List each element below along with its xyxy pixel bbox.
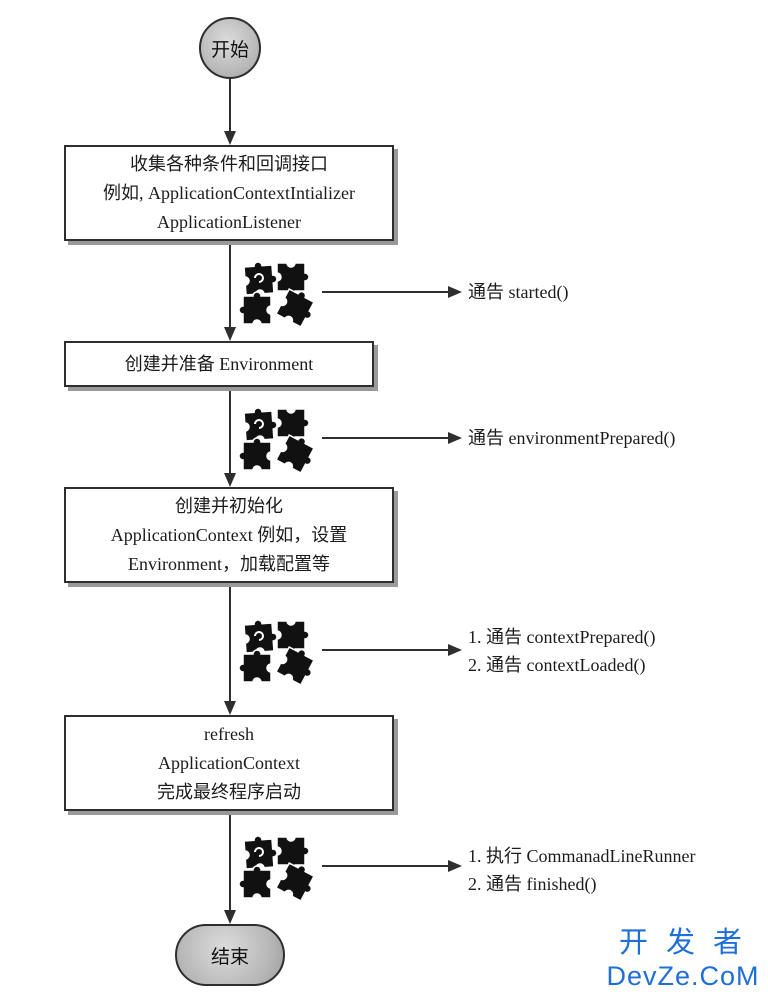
watermark-logo: 开 发 者 DevZe.CoM	[604, 926, 762, 994]
notify-arrow	[322, 286, 462, 298]
puzzle-highlight	[254, 419, 264, 429]
puzzle-piece	[243, 618, 279, 654]
puzzle-icon	[238, 406, 321, 476]
end-node: 结束	[175, 924, 285, 986]
puzzle-highlight	[254, 631, 264, 641]
puzzle-piece	[275, 430, 321, 476]
watermark-line: DevZe.CoM	[606, 961, 760, 991]
puzzle-piece	[276, 262, 310, 296]
puzzle-piece	[238, 437, 272, 471]
step-prepare-environment: 创建并准备 Environment	[64, 341, 374, 387]
end-label: 结束	[210, 946, 249, 968]
step-line: ApplicationContext	[158, 752, 300, 773]
puzzle-highlight	[254, 847, 264, 857]
step-line: 创建并准备 Environment	[124, 353, 314, 374]
step-line: 例如, ApplicationContextIntializer	[103, 182, 355, 203]
flow-arrow	[224, 79, 236, 145]
puzzle-piece	[238, 649, 272, 683]
puzzle-icon	[238, 260, 321, 330]
notify-arrow	[322, 860, 462, 872]
notification-environment-prepared: 通告 environmentPrepared()	[468, 424, 675, 452]
step-line: ApplicationContext 例如，设置	[110, 524, 348, 545]
step-create-context: 创建并初始化 ApplicationContext 例如，设置 Environm…	[64, 487, 394, 583]
flow-arrow	[224, 389, 236, 487]
start-label: 开始	[210, 39, 249, 61]
puzzle-piece	[276, 620, 310, 654]
notify-arrow	[322, 644, 462, 656]
puzzle-piece	[275, 642, 321, 688]
notification-line: 2. 通告 contextLoaded()	[468, 655, 646, 675]
notification-started: 通告 started()	[468, 278, 568, 306]
notification-line: 2. 通告 finished()	[468, 874, 597, 894]
notification-line: 1. 通告 contextPrepared()	[468, 627, 656, 647]
start-node: 开始	[199, 17, 261, 79]
notification-line: 1. 执行 CommanadLineRunner	[468, 846, 696, 866]
step-line: ApplicationListener	[157, 211, 301, 232]
step-refresh-context: refresh ApplicationContext 完成最终程序启动	[64, 715, 394, 811]
flow-arrow	[224, 585, 236, 715]
step-collect-conditions: 收集各种条件和回调接口 例如, ApplicationContextIntial…	[64, 145, 394, 241]
notify-arrow	[322, 432, 462, 444]
step-line: 收集各种条件和回调接口	[130, 153, 328, 174]
puzzle-piece	[275, 858, 321, 904]
puzzle-piece	[243, 406, 279, 442]
puzzle-piece	[238, 291, 272, 325]
flow-arrow	[224, 813, 236, 924]
puzzle-piece	[243, 260, 279, 296]
watermark-line: 开 发 者	[618, 927, 748, 959]
flow-arrow	[224, 243, 236, 341]
notification-line: 通告 started()	[468, 282, 569, 302]
step-line: 创建并初始化	[175, 495, 283, 516]
step-line: Environment，加载配置等	[128, 553, 330, 574]
puzzle-icon	[238, 834, 321, 904]
notification-runner-finished: 1. 执行 CommanadLineRunner 2. 通告 finished(…	[468, 842, 695, 898]
puzzle-piece	[243, 834, 279, 870]
notification-context-prepared-loaded: 1. 通告 contextPrepared() 2. 通告 contextLoa…	[468, 623, 655, 679]
puzzle-icon	[238, 618, 321, 688]
puzzle-piece	[276, 408, 310, 442]
puzzle-piece	[276, 836, 310, 870]
step-line: refresh	[204, 723, 254, 744]
step-line: 完成最终程序启动	[157, 781, 301, 802]
puzzle-highlight	[254, 273, 264, 283]
puzzle-piece	[238, 865, 272, 899]
notification-line: 通告 environmentPrepared()	[468, 428, 676, 448]
puzzle-piece	[275, 284, 321, 330]
